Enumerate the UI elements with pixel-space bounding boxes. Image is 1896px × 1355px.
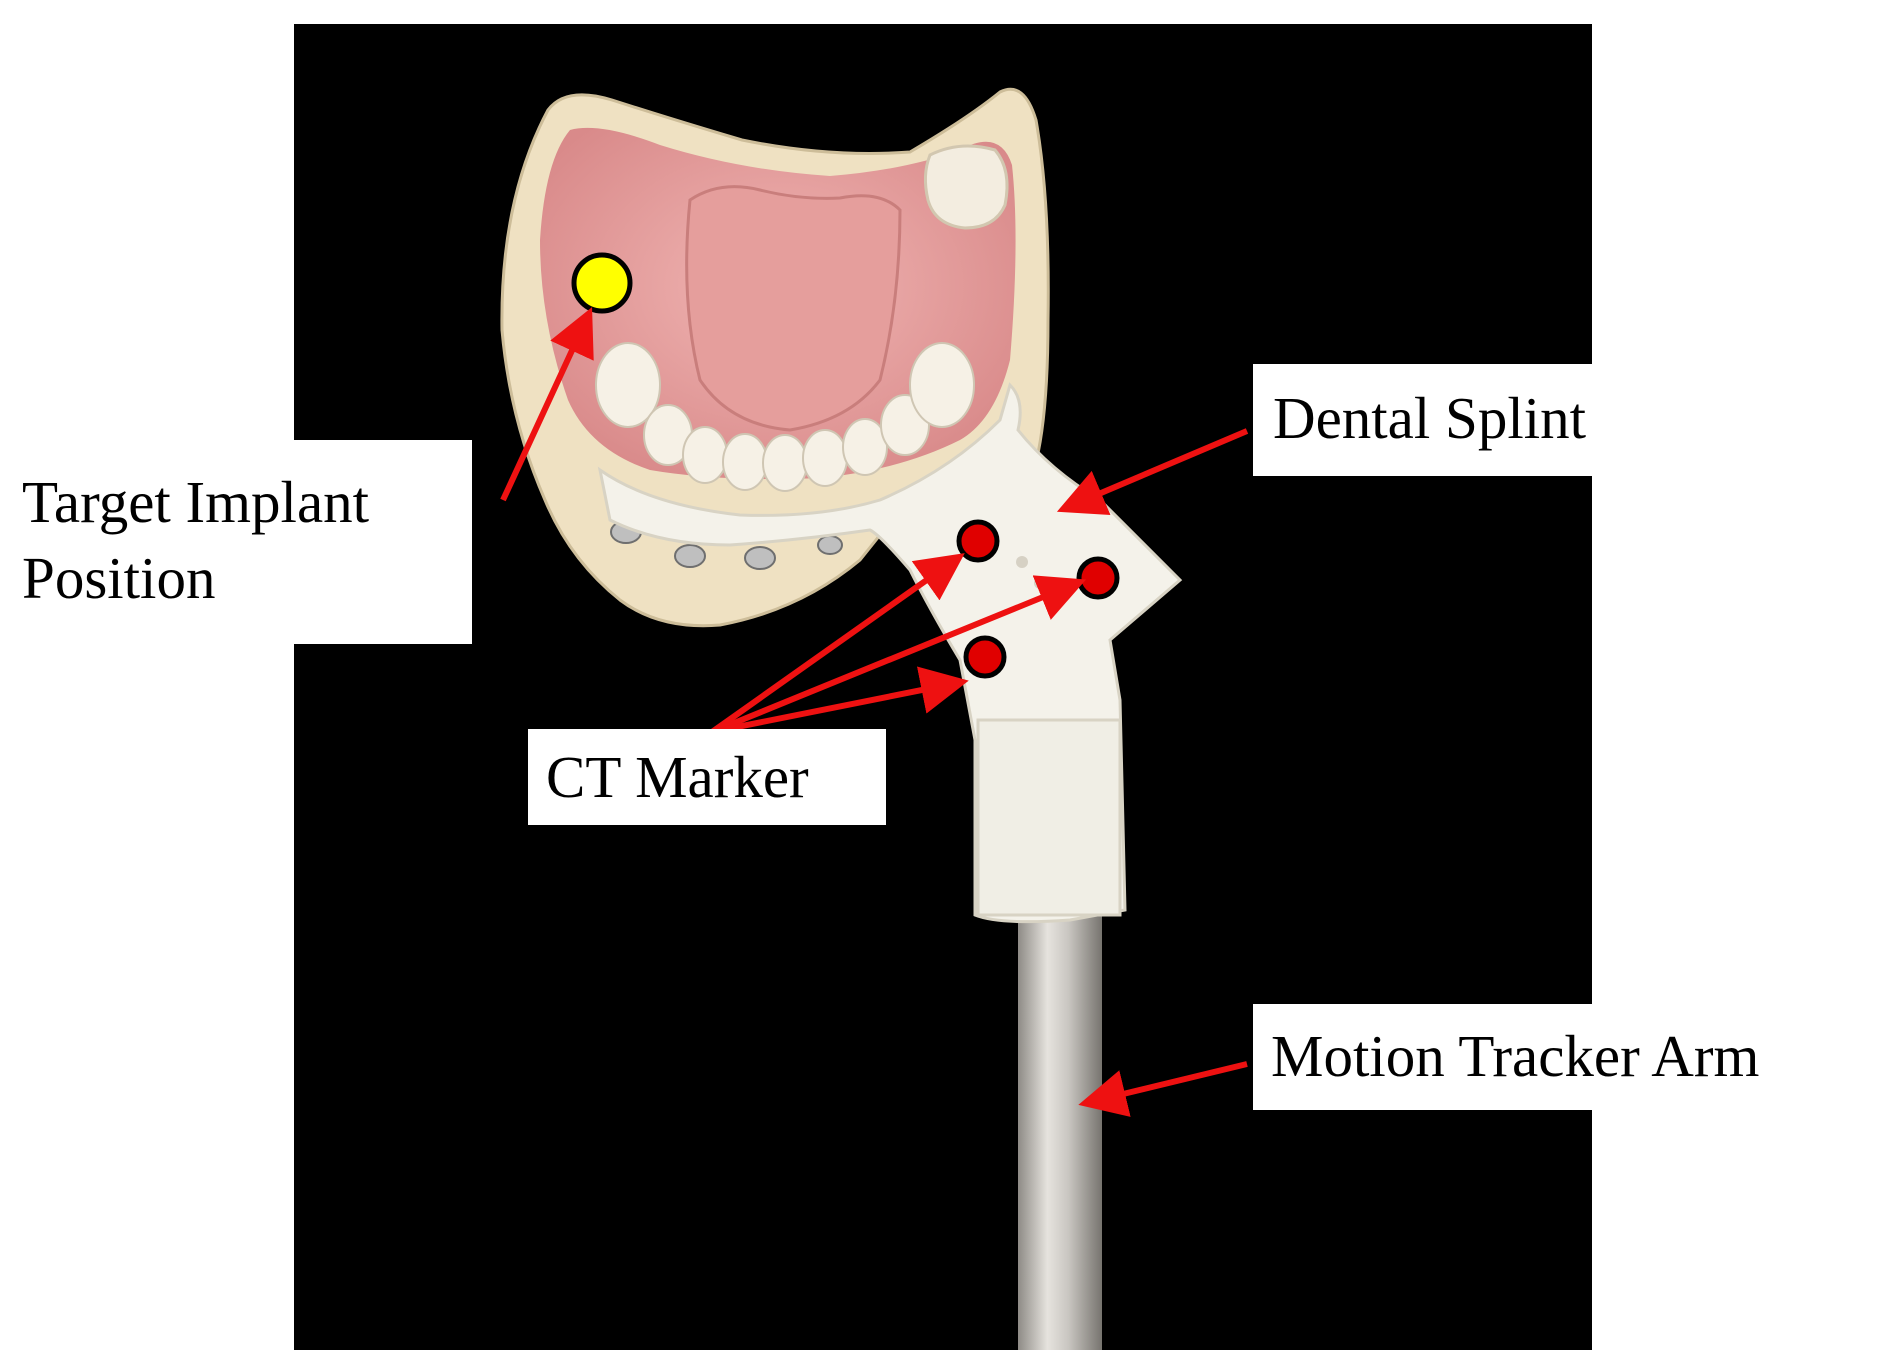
ct-marker-dot <box>956 519 1000 563</box>
arrow-motion <box>1078 1061 1248 1117</box>
arrow-ct-1 <box>710 553 965 735</box>
molar-upper-right <box>923 144 1009 230</box>
splint-hole <box>1016 556 1028 568</box>
label-ct-marker: CT Marker <box>528 729 886 825</box>
label-motion-tracker-arm-text: Motion Tracker Arm <box>1271 1023 1760 1089</box>
label-motion-tracker-arm: Motion Tracker Arm <box>1253 1004 1896 1110</box>
ct-marker-dot <box>1076 556 1120 600</box>
tracker-rod <box>1018 905 1102 1350</box>
arrow-ct-2 <box>710 575 1087 735</box>
label-target-line1: Target Implant <box>22 469 370 535</box>
ct-marker-dot <box>963 635 1007 679</box>
label-dental-splint-text: Dental Splint <box>1273 385 1587 451</box>
arrow-ct-3 <box>711 666 969 735</box>
teeth-row <box>595 342 975 492</box>
label-target-line2: Position <box>22 545 216 611</box>
arrow-target <box>500 307 594 502</box>
annotation-arrows <box>500 307 1249 1117</box>
splint-screws <box>610 520 843 570</box>
splint-clamp <box>976 718 1122 917</box>
label-ct-marker-text: CT Marker <box>546 744 809 810</box>
arrow-splint <box>1056 428 1249 516</box>
target-implant-marker <box>571 252 633 314</box>
label-target-implant-position: Target Implant Position <box>0 440 472 644</box>
label-dental-splint: Dental Splint <box>1253 364 1656 476</box>
tongue-area <box>685 185 902 432</box>
splint-hole <box>1034 577 1046 589</box>
